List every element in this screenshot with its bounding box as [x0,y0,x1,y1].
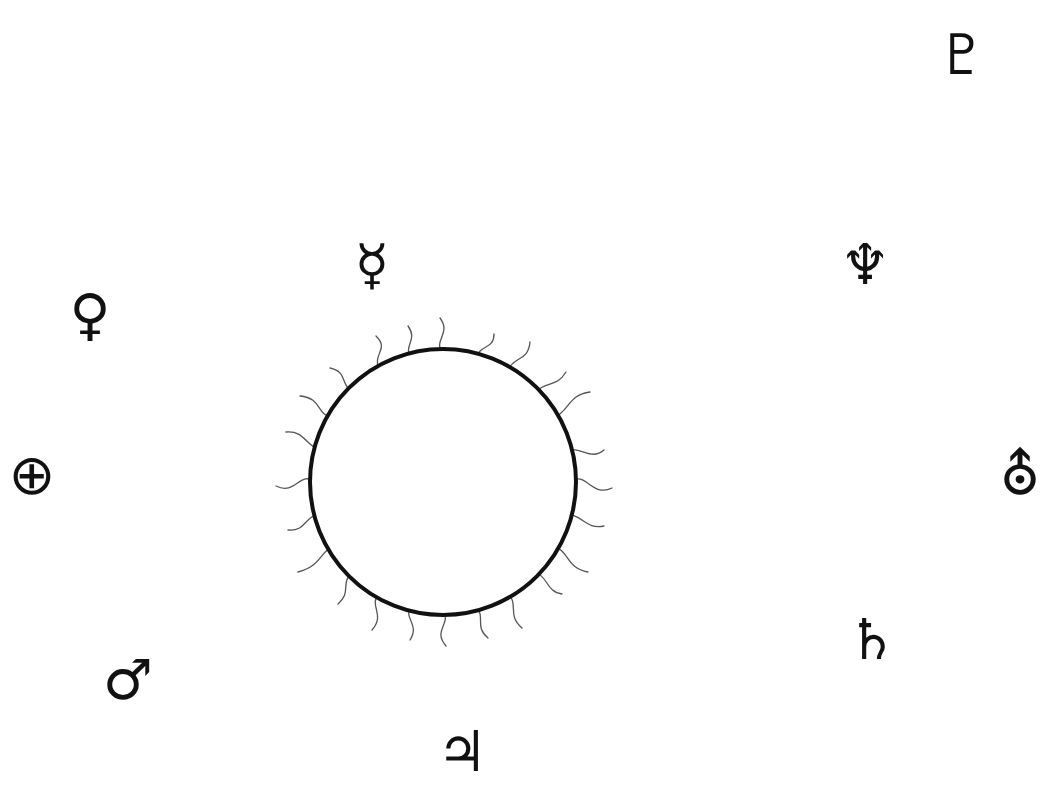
planet-symbol: ♃ [437,724,487,780]
planet-symbol: ♀ [69,287,110,343]
planet-symbol: ♂ [103,652,153,708]
planet-symbol: ♇ [937,27,987,83]
planet-symbol: ⊕ [9,447,56,503]
sun-disc [310,349,576,615]
planet-symbol: ♆ [840,237,890,293]
sun-flames [276,318,612,646]
planet-symbol: ⛢ [999,447,1040,503]
planet-symbol: ♄ [847,612,897,668]
planet-symbol: ☿ [355,237,389,293]
